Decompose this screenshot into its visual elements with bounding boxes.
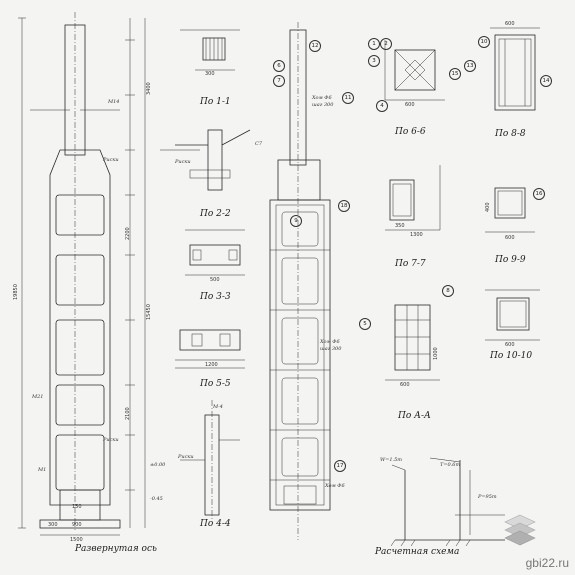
dim-section-10-width: 600 [505,342,515,348]
title-elevation: Развернутая ось [75,544,157,554]
title-section-1-1: По 1-1 [200,97,231,107]
section-8-8 [490,27,540,111]
note-stirrup-2: Хом Ф6 [320,339,340,345]
site-logo-icon [504,514,536,546]
title-section-7-7: По 7-7 [395,259,426,269]
marker-1: 1 [368,38,380,50]
dim-panel-b: 2100 [125,407,131,420]
dim-section-6-width: 600 [405,102,415,108]
note-level-zero: ±0.00 [150,462,166,468]
dim-height-1: 15450 [146,304,152,320]
note-risk-4: Риски [178,454,194,460]
marker-4: 4 [376,100,388,112]
note-level-neg: -0.45 [150,496,163,502]
note-m21: М21 [32,394,44,400]
note-risk-1: Риски [103,157,119,163]
title-section-10-10: По 10-10 [490,351,533,361]
marker-18: 18 [338,200,350,212]
marker-7: 7 [273,75,285,87]
note-load-t: T=0.6т [440,462,461,468]
dim-base-a: 300 [48,522,58,528]
title-section-9-9: По 9-9 [495,255,526,265]
note-load-p: P=95т [478,494,497,500]
section-2-2 [160,129,251,191]
section-7-7 [385,165,441,231]
dim-section-8-width: 600 [505,21,515,27]
marker-6: 6 [273,60,285,72]
marker-10: 10 [478,36,490,48]
marker-16: 16 [533,188,545,200]
dim-section-1-300: 300 [205,71,215,77]
title-section-6-6: По 6-6 [395,127,426,137]
marker-17: 17 [334,460,346,472]
note-risk-3: Риски [175,159,191,165]
dim-section-a-1000: 1000 [433,347,439,360]
note-m4: М-4 [213,404,223,410]
title-design-scheme: Расчетная схема [375,547,460,557]
note-load-w: W=1.5т [380,457,403,463]
dim-base-b: 900 [72,522,82,528]
dim-section-9-width: 600 [505,235,515,241]
watermark-text: gbi22.ru [525,556,569,570]
section-1-1 [180,29,240,71]
title-section-5-5: По 5-5 [200,379,231,389]
dim-section-3-500: 500 [210,277,220,283]
marker-12: 12 [309,40,321,52]
note-step-1: шаг 300 [312,102,334,108]
marker-5: 5 [359,318,371,330]
marker-13: 13 [464,60,476,72]
marker-11: 11 [342,92,354,104]
note-m14: М14 [108,99,120,105]
note-risk-2: Риски [103,437,119,443]
title-section-8-8: По 8-8 [495,129,526,139]
section-6-6 [384,40,445,101]
design-scheme [390,457,505,547]
marker-14: 14 [540,75,552,87]
dim-section-5-1200: 1200 [205,362,218,368]
dim-panel: 2200 [125,227,131,240]
section-5-5 [175,329,245,369]
marker-15: 15 [449,68,461,80]
section-10-10 [485,289,540,341]
marker-3: 3 [368,55,380,67]
reinforcement-cage [269,22,331,540]
marker-8: 8 [442,285,454,297]
note-stirrup-3: Хом Ф6 [325,483,345,489]
note-step-2: шаг 300 [320,346,342,352]
note-c7: С7 [255,141,263,147]
title-section-4-4: По 4-4 [200,519,231,529]
title-section-a-a: По А-А [398,411,431,421]
section-4-4 [180,400,240,520]
dim-section-a-width: 600 [400,382,410,388]
dim-section-7-1300: 1300 [410,232,423,238]
marker-2: 2 [380,38,392,50]
section-a-a [385,304,440,381]
note-stirrup-1: Хом Ф6 [312,95,332,101]
dim-gap-150: 150 [72,504,82,510]
dim-base-width: 1500 [70,537,83,543]
section-3-3 [185,229,245,276]
title-section-2-2: По 2-2 [200,209,231,219]
dim-overall-height: 19850 [13,284,19,300]
dim-section-9-height: 400 [485,202,491,212]
marker-9: 9 [290,215,302,227]
section-9-9 [485,187,535,233]
title-section-3-3: По 3-3 [200,292,231,302]
column-elevation [18,12,146,536]
dim-section-7-350: 350 [395,223,405,229]
note-m1: М1 [38,467,47,473]
dim-height-2: 3400 [146,82,152,95]
